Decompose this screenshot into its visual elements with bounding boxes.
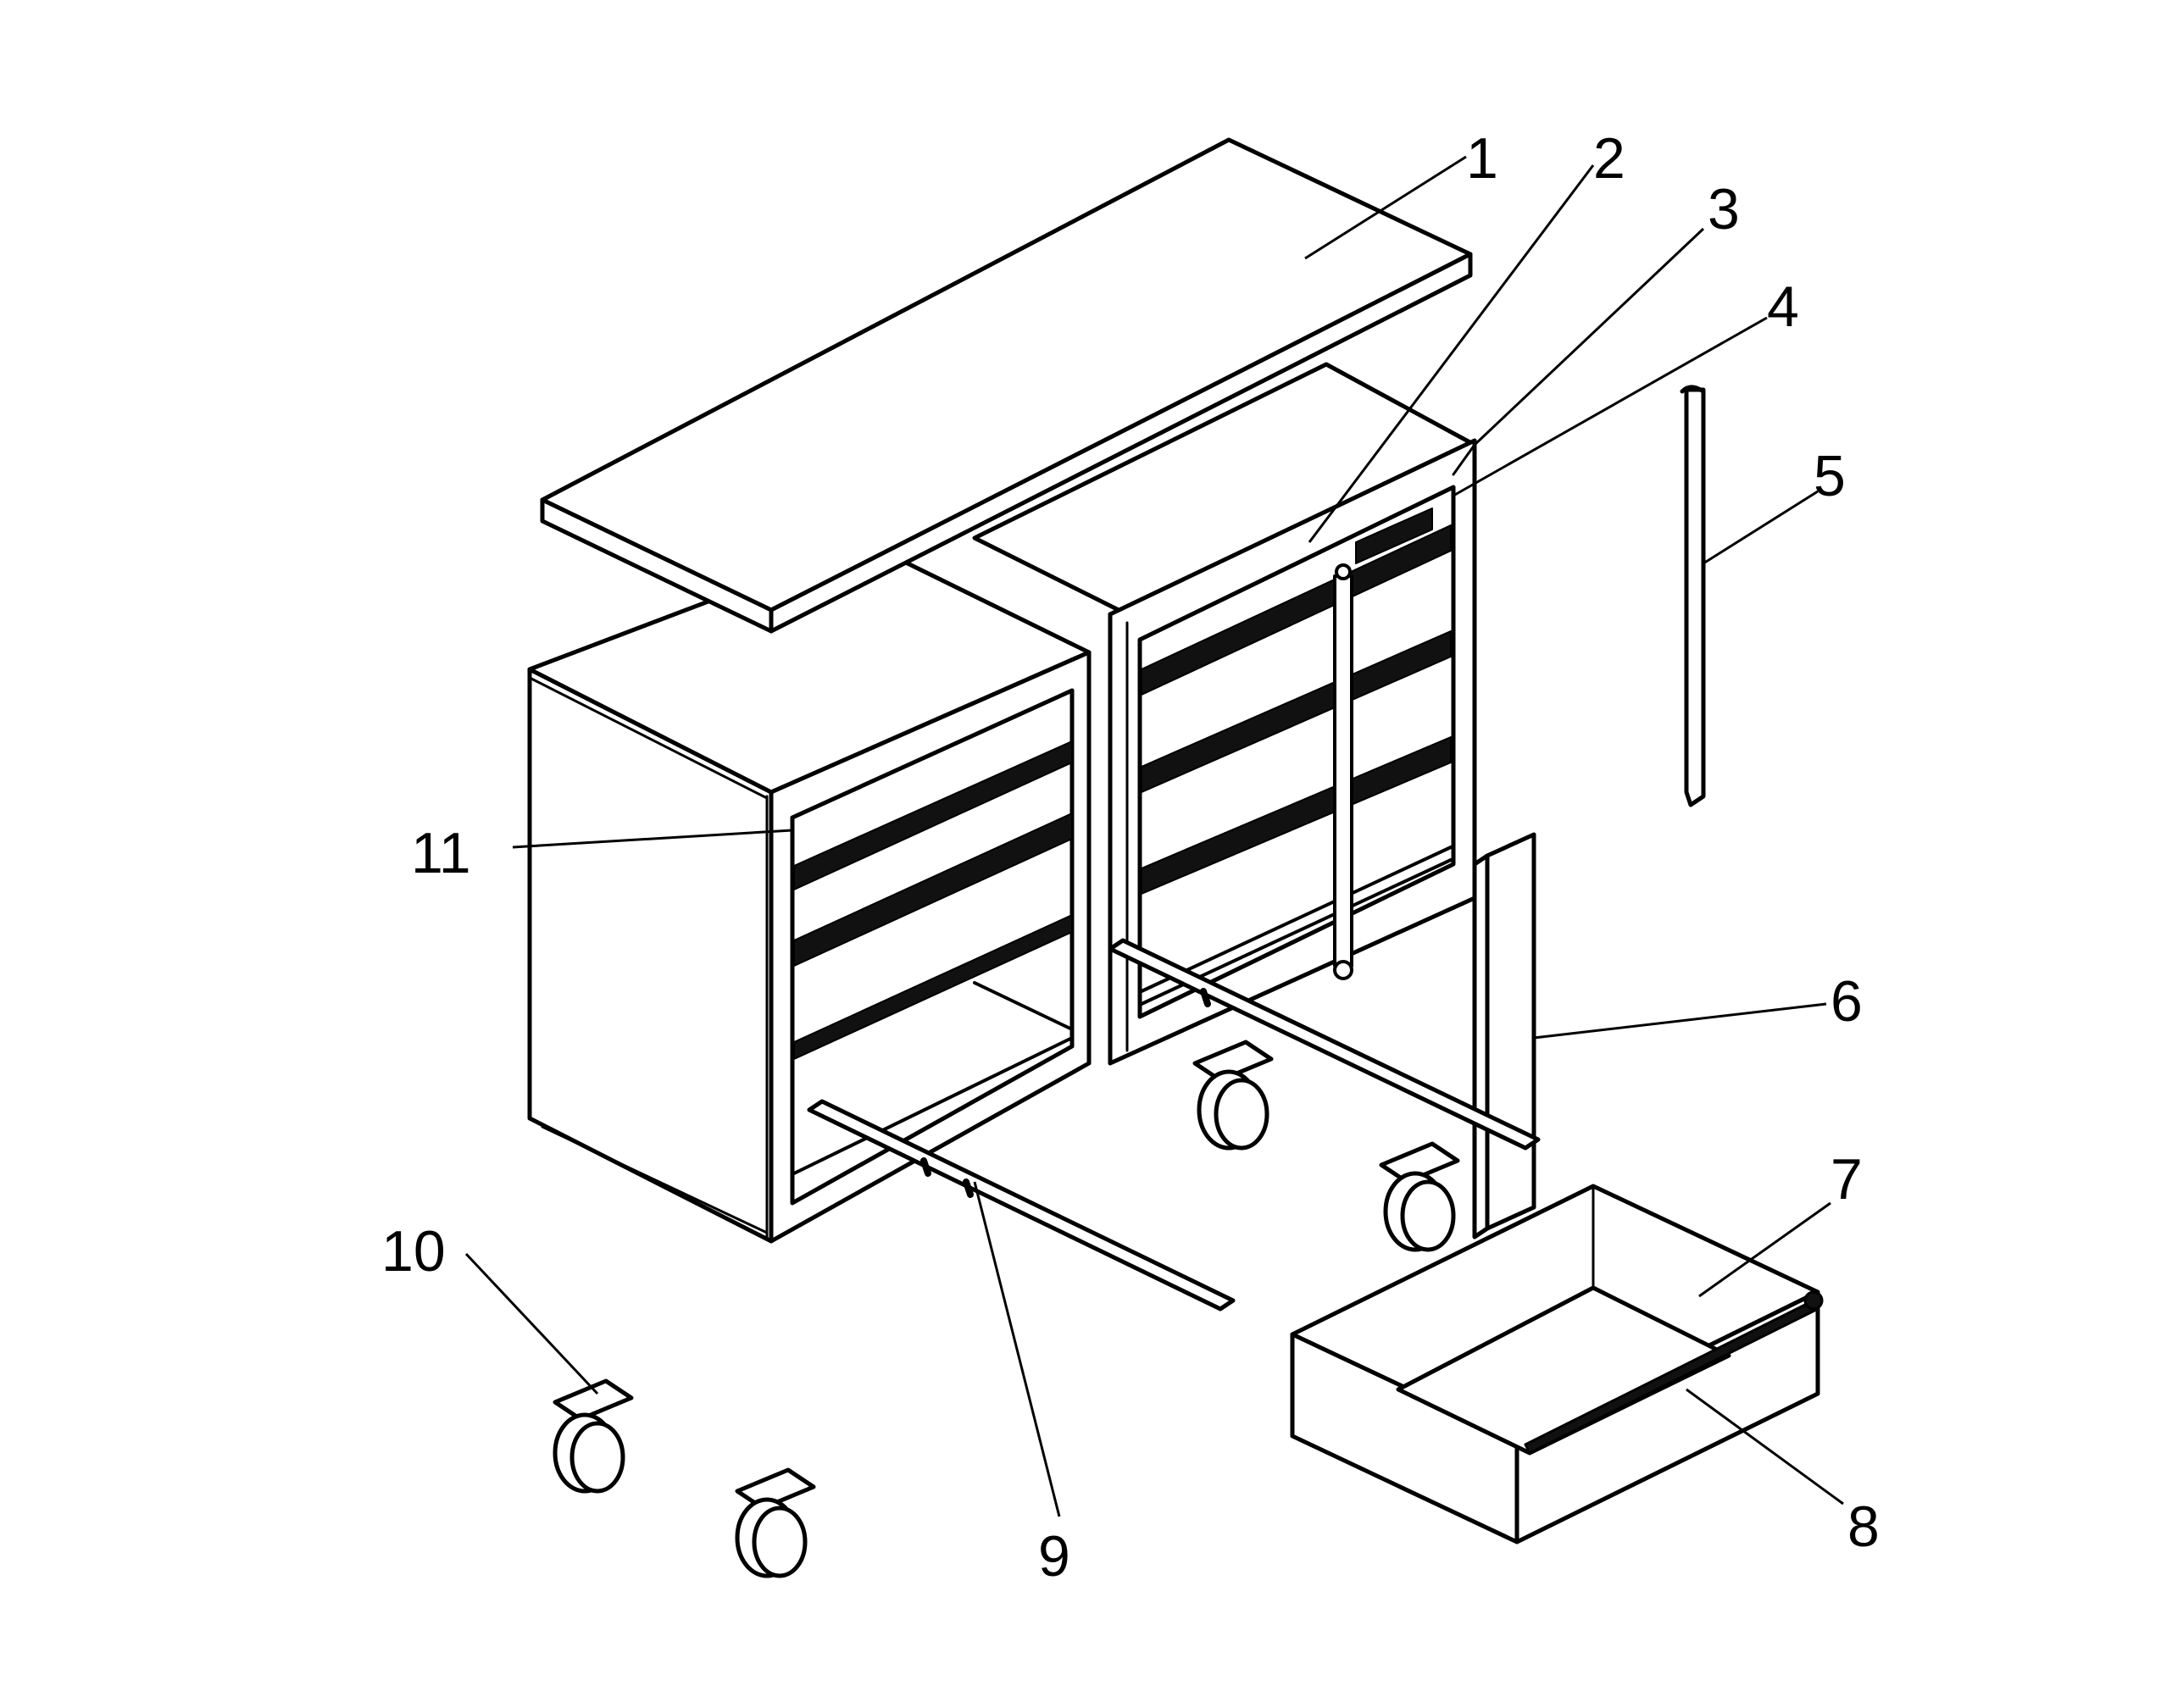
leader-3: [1473, 227, 1705, 446]
leader-11: [512, 829, 793, 849]
leader-9: [973, 1181, 1061, 1517]
callout-labels: 1 2 3 4 5 6 7 8 9 10 11: [381, 126, 1880, 1589]
right-cabinet: [972, 362, 1477, 1066]
leader-8: [1686, 1388, 1844, 1506]
callout-9: 9: [1038, 1524, 1070, 1589]
left-cabinet-bottom-shelf: [792, 981, 1074, 1175]
callout-6: 6: [1830, 969, 1863, 1034]
side-panel: [1472, 832, 1536, 1239]
right-cabinet-drawer-rails: [1141, 507, 1452, 895]
leader-2: [1308, 164, 1595, 543]
drawer-inner-bottom: [1396, 1285, 1731, 1456]
worktop-side-edge: [769, 252, 1473, 634]
left-cabinet: [527, 540, 1092, 1244]
worktop: [540, 137, 1473, 634]
callout-4: 4: [1767, 274, 1799, 339]
left-cabinet-rail-2: [793, 812, 1073, 967]
leader-4: [1453, 316, 1768, 497]
callout-1: 1: [1466, 126, 1498, 191]
callout-8: 8: [1847, 1494, 1880, 1559]
slide-rail-front: [807, 1099, 1236, 1312]
callout-2: 2: [1593, 126, 1625, 191]
caster-rear-left: [1192, 1040, 1274, 1151]
leader-6: [1533, 1002, 1827, 1040]
drawer-handle-bar: [1680, 385, 1706, 807]
left-cabinet-drawer-rails: [793, 740, 1073, 1060]
callout-7: 7: [1830, 1147, 1863, 1212]
drawer-side-panel: [1514, 1289, 1820, 1544]
caster-front-right: [735, 1467, 816, 1578]
callout-10: 10: [381, 1219, 446, 1284]
right-cabinet-rail-4: [1355, 507, 1433, 564]
leader-10: [464, 1252, 599, 1395]
caster-front-left: [553, 1378, 634, 1494]
slide-rail-rear: [1108, 938, 1541, 1151]
callout-3: 3: [1708, 177, 1740, 241]
callout-5: 5: [1814, 444, 1846, 508]
callout-11: 11: [411, 821, 471, 885]
left-cabinet-rail-3: [793, 914, 1073, 1060]
leader-7: [1698, 1201, 1831, 1298]
leader-lines: [464, 155, 1844, 1517]
left-cabinet-rail-1: [793, 740, 1073, 890]
drawer: [1290, 1184, 1820, 1544]
caster-rear-right: [1379, 1141, 1460, 1252]
drawer-side-slide: [1524, 1290, 1824, 1455]
right-cabinet-lock-bar: [1333, 563, 1353, 980]
leader-5: [1703, 490, 1819, 565]
leader-1: [1304, 155, 1467, 260]
